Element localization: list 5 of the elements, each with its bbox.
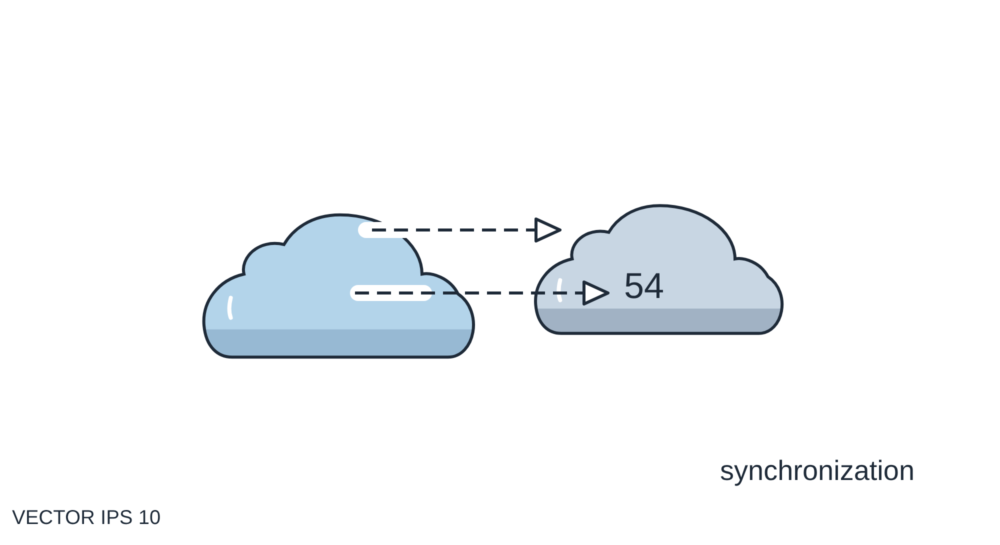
cloud-label: 54 bbox=[624, 265, 664, 307]
dashed-arrow bbox=[355, 280, 610, 306]
caption-text: synchronization bbox=[720, 455, 915, 487]
note-text: VECTOR IPS 10 bbox=[12, 507, 161, 530]
dashed-arrow bbox=[372, 218, 562, 242]
